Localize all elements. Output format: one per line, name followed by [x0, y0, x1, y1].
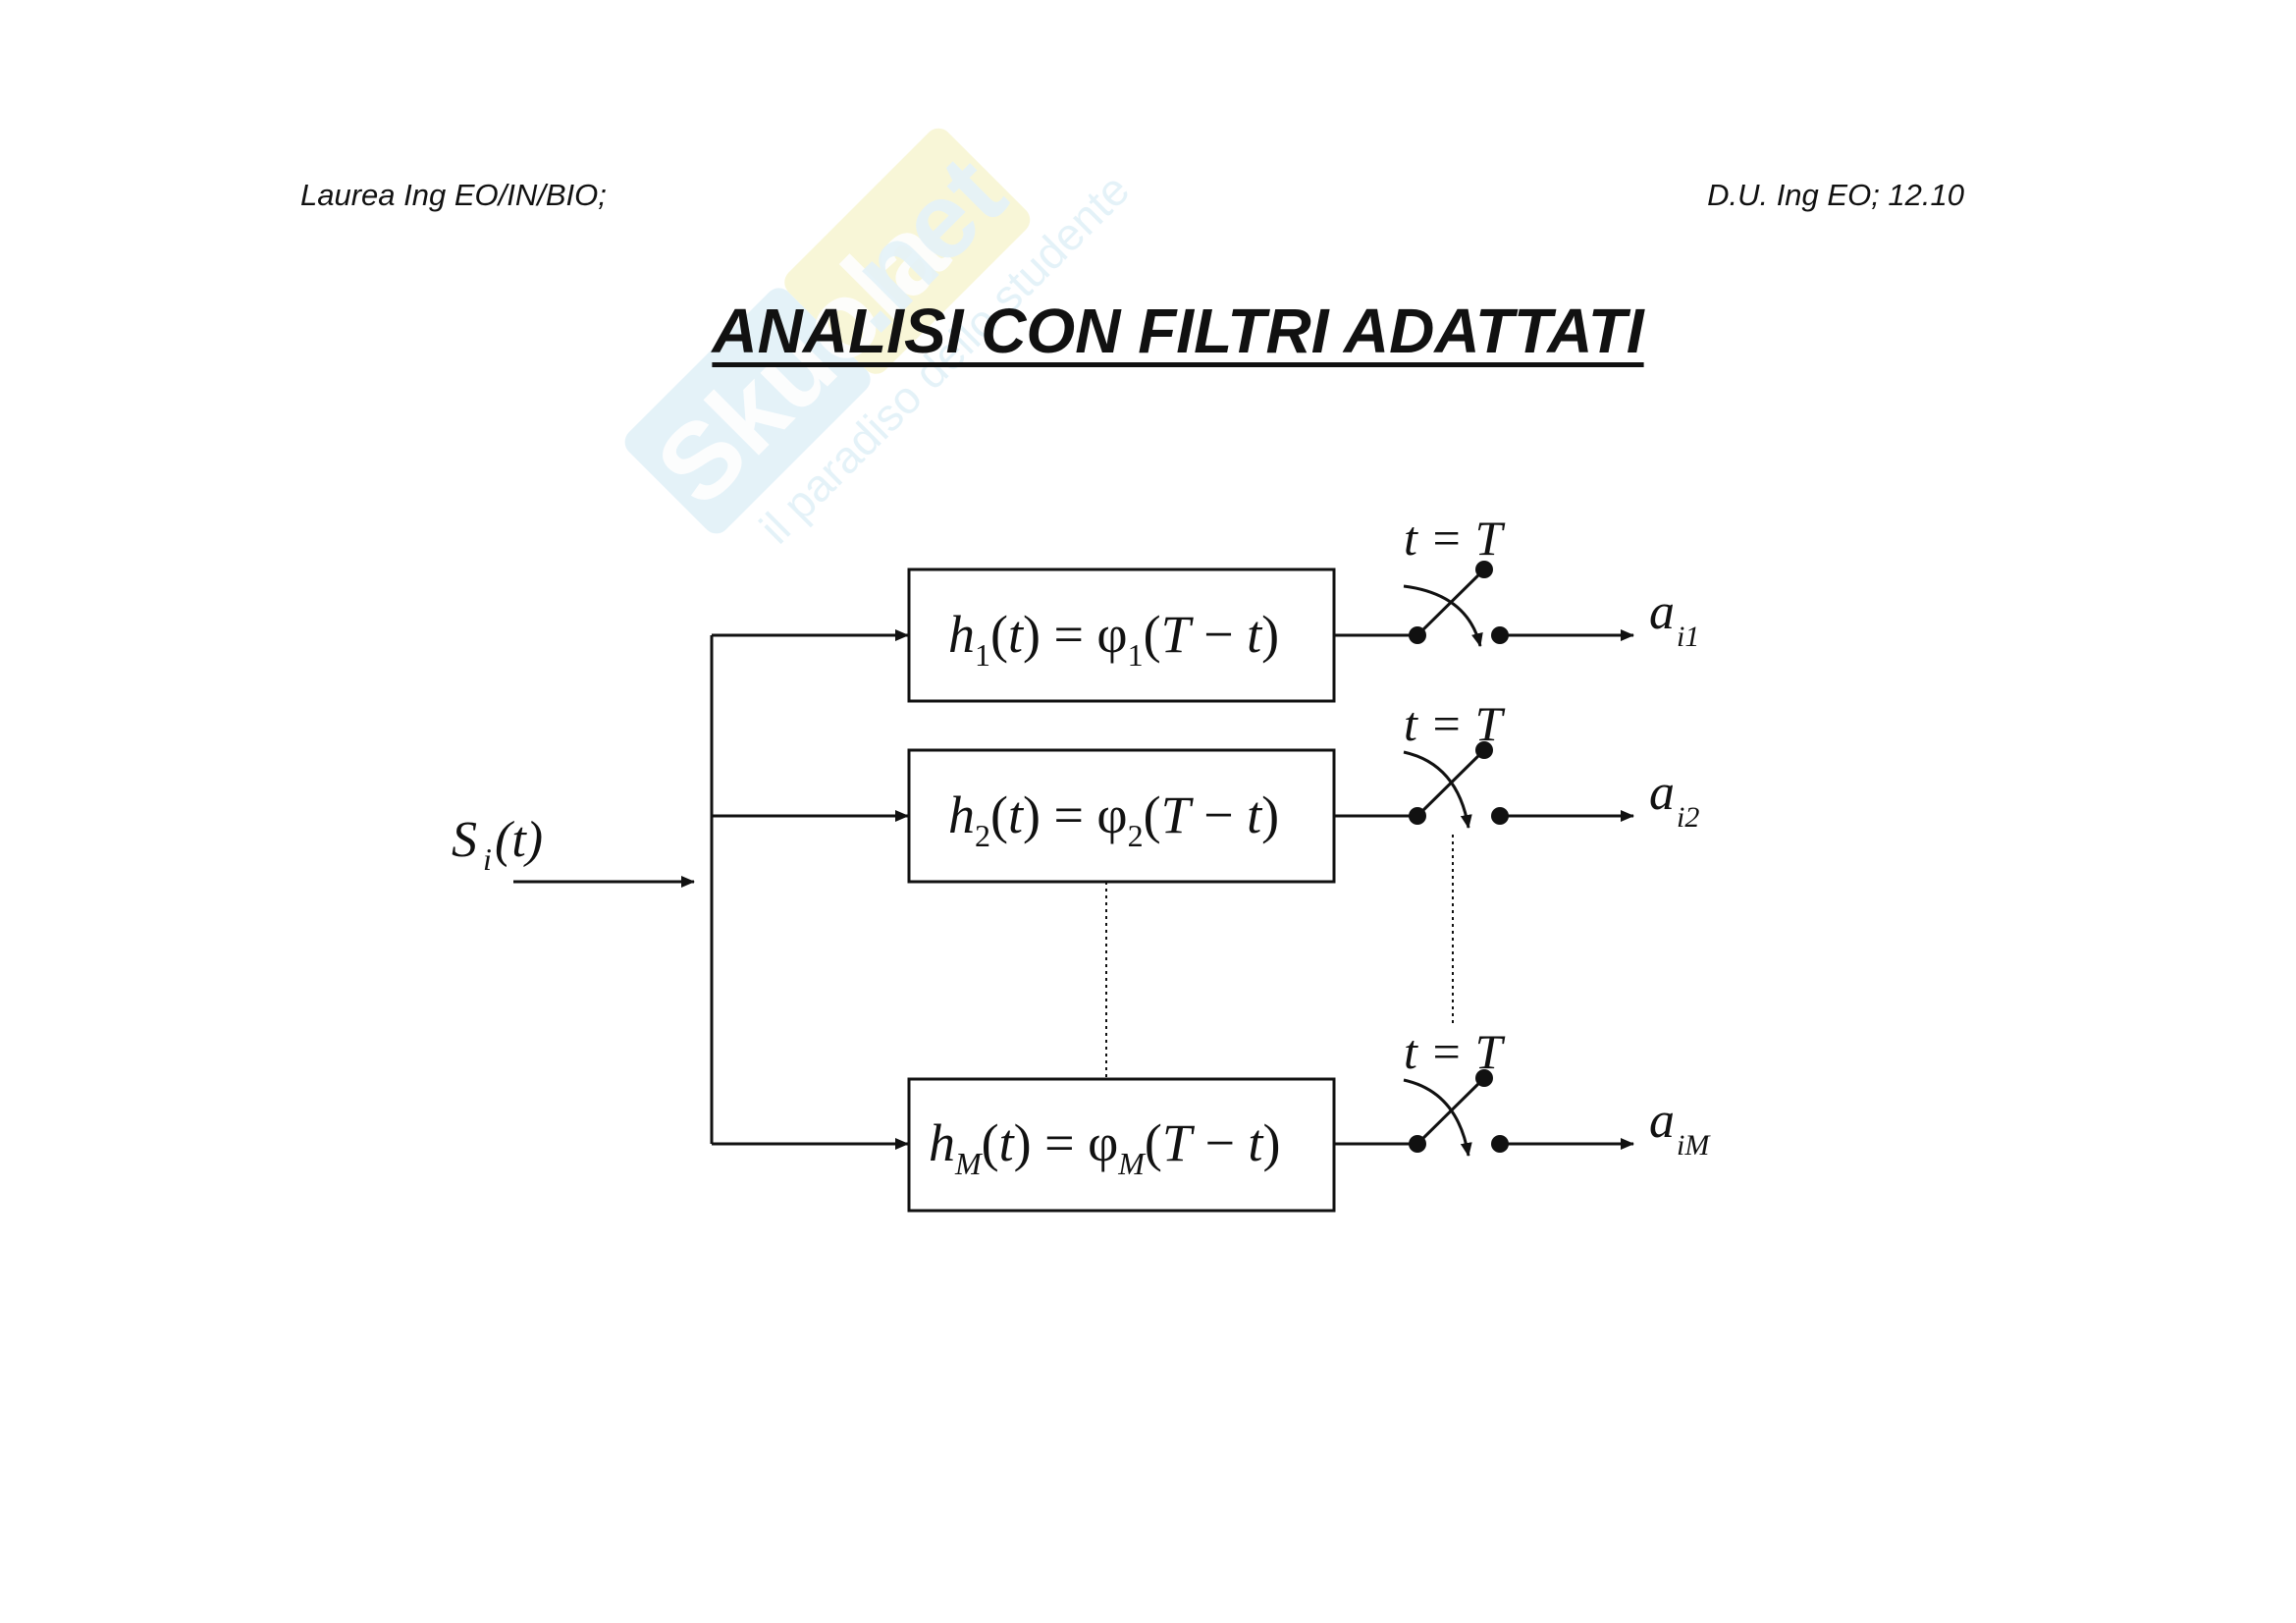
svg-text:a: a: [1649, 584, 1675, 640]
filter-equation-2: h2(t) = φ2(T − t): [948, 785, 1279, 853]
svg-text:hM(t) = φM(T − t): hM(t) = φM(T − t): [929, 1113, 1280, 1181]
output-label-2: a i2: [1649, 765, 1699, 834]
svg-text:i2: i2: [1677, 801, 1699, 834]
header-reference: D.U. Ing EO; 12.10: [1707, 178, 1964, 212]
svg-text:a: a: [1649, 765, 1675, 821]
sampling-time-label-1: t = T: [1404, 511, 1506, 566]
sampling-time-label-2: t = T: [1404, 696, 1506, 751]
svg-text:i: i: [483, 841, 492, 877]
filter-equation-m: hM(t) = φM(T − t): [929, 1113, 1280, 1181]
svg-text:i1: i1: [1677, 621, 1699, 653]
svg-text:S: S: [452, 812, 477, 868]
page-title: ANALISI CON FILTRI ADATTATI: [712, 296, 1644, 366]
svg-text:h2(t) = φ2(T − t): h2(t) = φ2(T − t): [948, 785, 1279, 853]
output-label-m: a iM: [1649, 1093, 1711, 1162]
sampler-switch-1: [1334, 561, 1634, 647]
header-course: Laurea Ing EO/IN/BIO;: [300, 178, 607, 212]
svg-text:h1(t) = φ1(T − t): h1(t) = φ1(T − t): [948, 605, 1279, 673]
sampler-switch-m: [1334, 1069, 1634, 1157]
svg-text:iM: iM: [1677, 1129, 1711, 1162]
sampling-time-label-m: t = T: [1404, 1024, 1506, 1079]
svg-text:a: a: [1649, 1093, 1675, 1149]
svg-text:(t): (t): [495, 812, 543, 868]
sampler-switch-2: [1334, 741, 1634, 829]
input-signal-label: S i (t): [452, 812, 543, 877]
filter-equation-1: h1(t) = φ1(T − t): [948, 605, 1279, 673]
output-label-1: a i1: [1649, 584, 1699, 653]
